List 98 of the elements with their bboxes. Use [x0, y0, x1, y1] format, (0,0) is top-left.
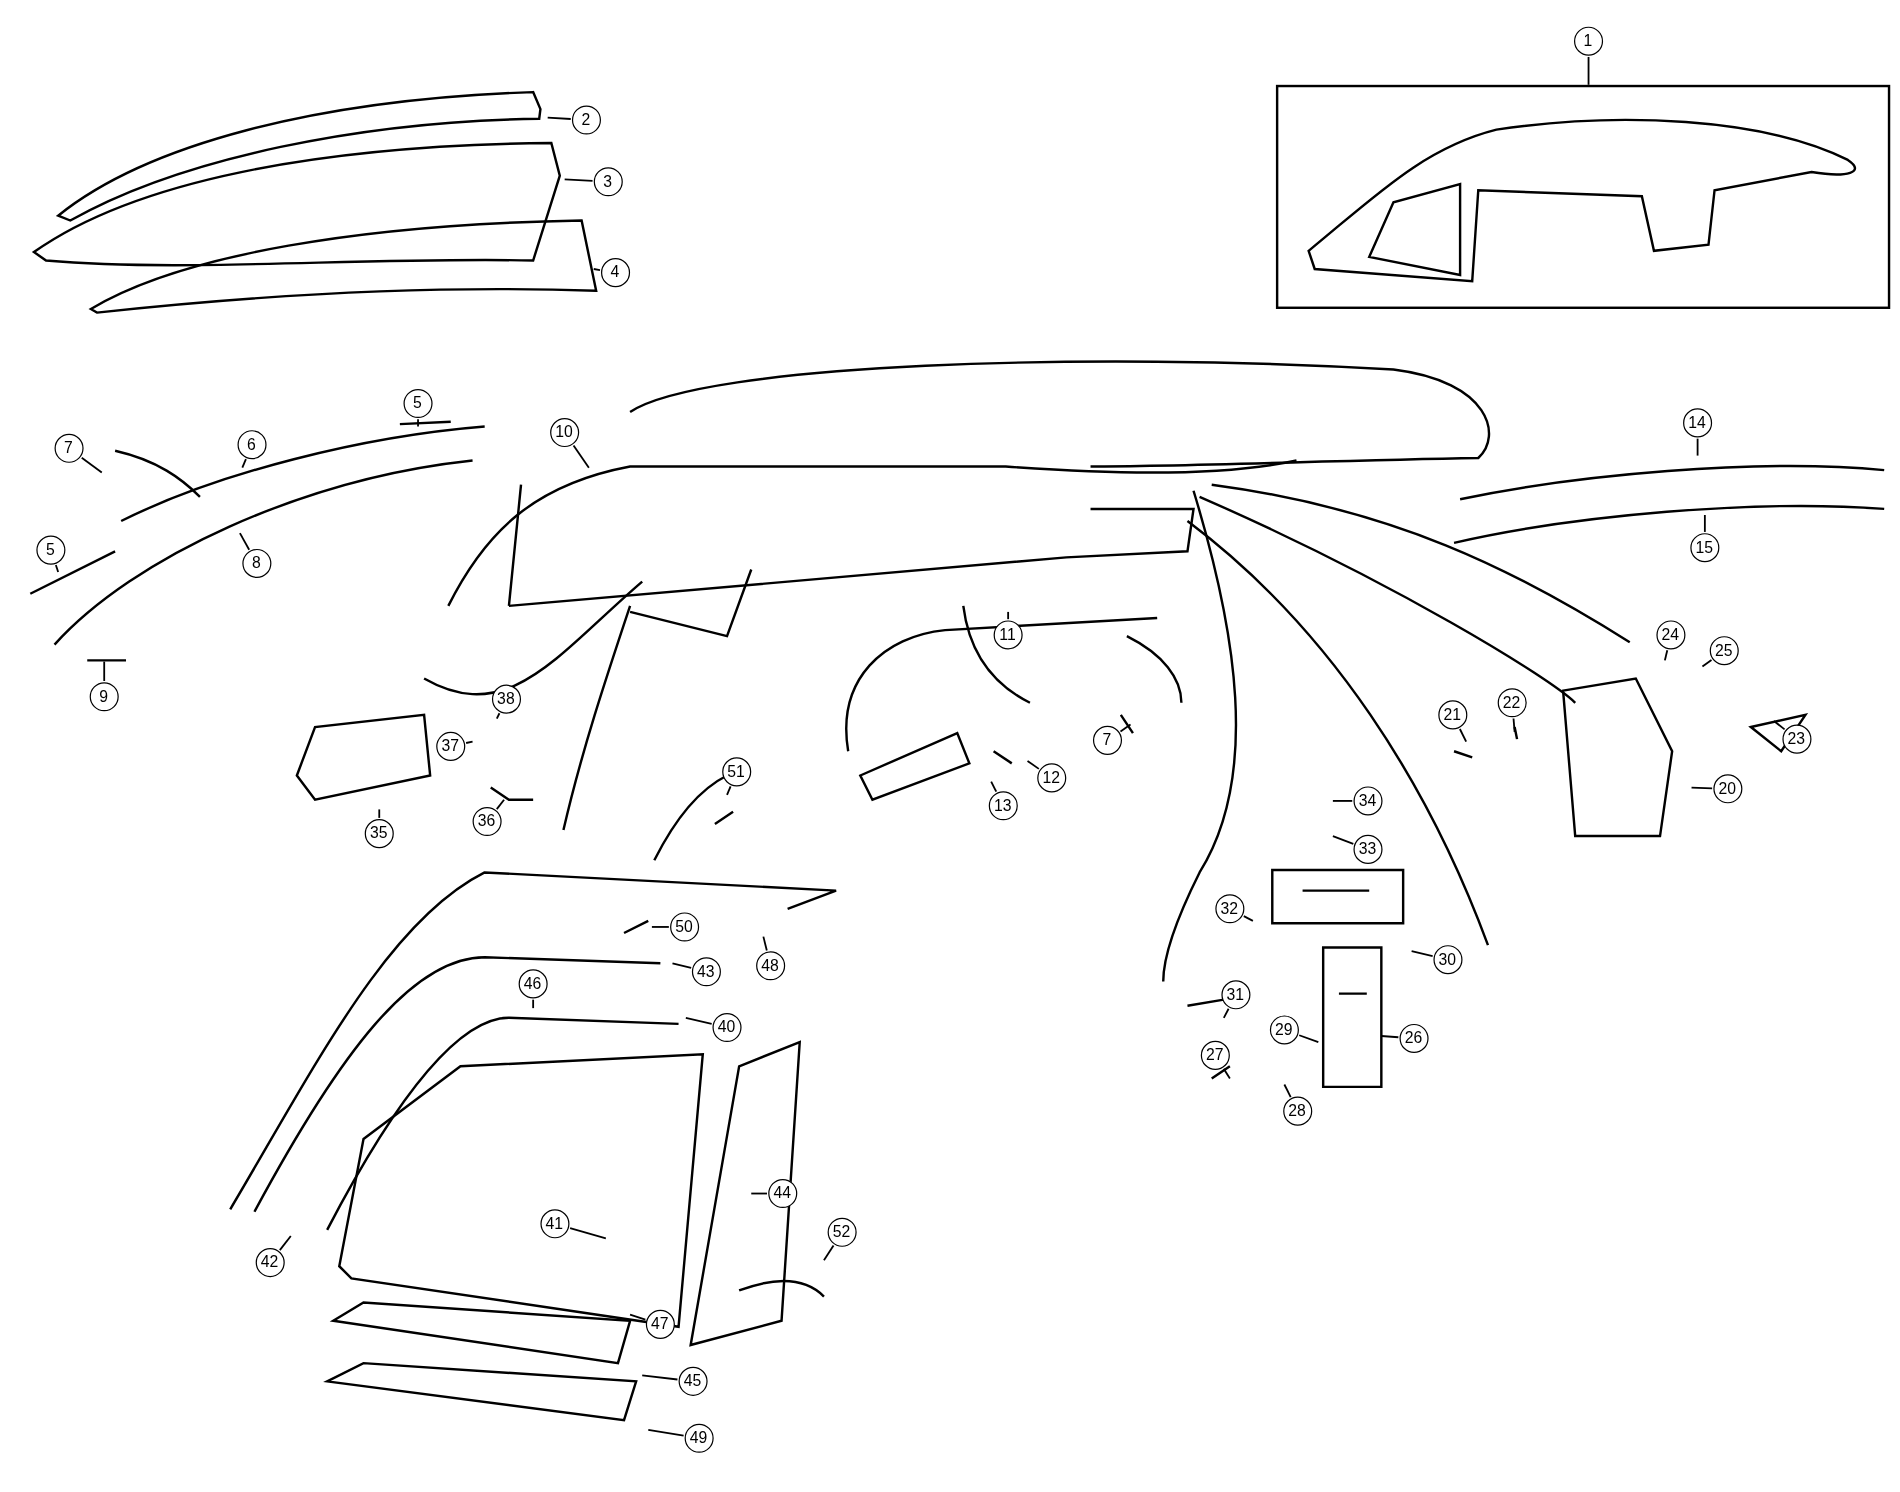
- callout-number: 40: [711, 1012, 741, 1042]
- callout-number: 38: [491, 684, 521, 714]
- leader-line: [278, 1235, 292, 1252]
- callout-number: 34: [1352, 785, 1382, 815]
- callout-number: 49: [684, 1423, 714, 1453]
- leader-line: [378, 808, 381, 819]
- leader-line: [1283, 1083, 1292, 1098]
- leader-line: [684, 1016, 713, 1025]
- leader-line: [1222, 1007, 1230, 1019]
- leader-line: [563, 178, 594, 182]
- callout-number: 52: [827, 1217, 857, 1247]
- leader-line: [1410, 950, 1434, 957]
- leader-line: [546, 116, 572, 120]
- leader-line: [1696, 437, 1699, 457]
- callout-number: 30: [1432, 944, 1462, 974]
- callout-number: 9: [89, 681, 119, 711]
- leader-line: [1380, 1035, 1400, 1039]
- leader-line: [1458, 728, 1468, 743]
- callout-number: 48: [755, 950, 785, 980]
- callout-number: 7: [1092, 725, 1122, 755]
- callout-number: 1: [1573, 26, 1603, 56]
- callout-number: 44: [767, 1178, 797, 1208]
- callout-number: 26: [1398, 1023, 1428, 1053]
- leader-line: [629, 1313, 647, 1321]
- callout-number: 20: [1712, 773, 1742, 803]
- leader-line: [1690, 786, 1714, 790]
- leader-line: [592, 268, 601, 271]
- callout-number: 36: [471, 806, 502, 836]
- callout-number: 46: [518, 968, 548, 998]
- callout-number: 28: [1282, 1096, 1312, 1126]
- callout-number: 41: [539, 1208, 569, 1238]
- callout-number: 22: [1497, 687, 1527, 717]
- leader-line: [1119, 723, 1132, 733]
- leader-line: [103, 660, 106, 682]
- leader-line: [671, 962, 693, 969]
- leader-line: [1512, 717, 1516, 733]
- leader-line: [1701, 659, 1713, 668]
- callout-number: 15: [1689, 532, 1719, 562]
- leader-line: [417, 418, 419, 428]
- leader-line: [569, 1227, 607, 1240]
- leader-line: [651, 926, 670, 928]
- callout-number: 43: [691, 956, 721, 986]
- callout-number: 51: [721, 756, 751, 786]
- leader-line: [572, 444, 590, 469]
- callout-number: 47: [645, 1309, 675, 1339]
- callout-number: 6: [236, 429, 266, 459]
- callout-number: 27: [1200, 1040, 1230, 1070]
- callout-number: 42: [255, 1247, 285, 1277]
- leader-line: [823, 1244, 835, 1262]
- callout-number: 21: [1437, 699, 1467, 729]
- callout-number: 12: [1036, 762, 1066, 792]
- leader-line: [241, 458, 247, 469]
- callout-number: 45: [677, 1366, 708, 1396]
- leader-line: [641, 1374, 679, 1381]
- callout-number: 11: [993, 619, 1023, 649]
- leader-line: [465, 740, 474, 744]
- leader-line: [762, 935, 768, 952]
- callout-number: 5: [402, 388, 432, 418]
- leader-line: [990, 780, 998, 793]
- leader-line: [1007, 611, 1010, 621]
- callout-number: 8: [241, 548, 271, 578]
- callout-number: 25: [1709, 635, 1739, 665]
- callout-number: 24: [1655, 619, 1685, 649]
- callout-number: 7: [53, 433, 83, 463]
- callout-number: 2: [571, 104, 601, 134]
- leader-line: [1331, 800, 1354, 802]
- leader-line: [1242, 915, 1254, 922]
- leader-line: [1773, 720, 1786, 731]
- callout-number: 50: [669, 911, 699, 941]
- leader-line: [750, 1192, 768, 1195]
- callout-number: 37: [435, 731, 465, 761]
- callout-number: 13: [988, 790, 1018, 820]
- callout-number: 3: [593, 166, 623, 196]
- leader-line: [1663, 649, 1669, 662]
- callout-number: 14: [1682, 407, 1712, 437]
- callout-number: 32: [1214, 893, 1244, 923]
- leader-line: [80, 456, 103, 474]
- leader-line: [532, 998, 535, 1010]
- leader-line: [54, 564, 60, 573]
- leader-line: [1331, 835, 1355, 845]
- leader-line: [1298, 1034, 1320, 1043]
- leader-line: [239, 532, 251, 551]
- leader-line: [1703, 514, 1706, 533]
- callout-number: 33: [1352, 834, 1382, 864]
- callout-number: 4: [600, 257, 630, 287]
- callout-number: 31: [1220, 979, 1250, 1009]
- callout-number: 35: [364, 818, 394, 848]
- leader-line: [495, 712, 501, 720]
- leader-line: [1026, 760, 1040, 770]
- leader-line: [495, 798, 505, 810]
- callout-number: 5: [35, 534, 65, 565]
- leader-line: [1587, 56, 1590, 86]
- callout-number: 10: [549, 417, 579, 447]
- leader-line: [726, 785, 732, 796]
- callout-number: 29: [1269, 1014, 1299, 1044]
- callout-number: 23: [1781, 724, 1811, 754]
- leader-line: [647, 1428, 685, 1437]
- leader-line: [1222, 1067, 1231, 1080]
